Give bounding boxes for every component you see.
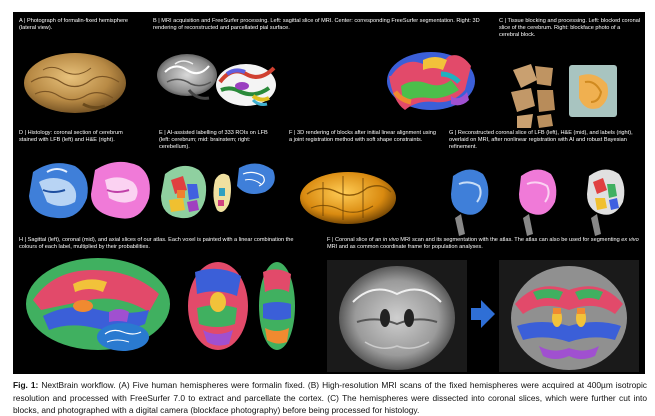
panel-f2-text: F | Coronal slice of an in vivo MRI scan… <box>327 237 641 251</box>
panel-f2-emphasis-1: in vivo <box>382 237 399 243</box>
panel-d-text: D | Histology: coronal section of cerebr… <box>19 130 123 143</box>
pial-surface-rendering <box>387 52 475 110</box>
panel-h-text: H | Sagittal (left), coronal (mid), and … <box>19 237 294 250</box>
ai-labelling-cerebrum <box>161 165 207 219</box>
panel-b-text: B | MRI acquisition and FreeSurfer proce… <box>153 18 480 31</box>
reconstructed-he-slice <box>519 169 557 236</box>
hemisphere-photo <box>24 53 126 113</box>
atlas-segmentation-coronal <box>499 260 639 372</box>
panel-f2-emphasis-2: ex vivo <box>621 237 639 243</box>
he-histology-section <box>91 161 150 219</box>
arrow-icon <box>471 300 495 328</box>
freesurfer-segmentation <box>216 64 276 106</box>
ai-labelling-cerebellum <box>237 163 275 194</box>
panel-g-text: G | Reconstructed coronal slice of LFB (… <box>449 130 633 150</box>
mri-sagittal-slice <box>157 54 217 100</box>
panel-a-text: A | Photograph of formalin-fixed hemisph… <box>19 18 129 31</box>
panel-e-text: E | AI-assisted labelling of 333 ROIs on… <box>159 130 268 150</box>
panel-f2-text-part1: F | Coronal slice of an <box>327 237 383 243</box>
reconstructed-labels-slice <box>587 169 625 236</box>
lfb-histology-section <box>29 163 88 219</box>
figure-panel: A | Photograph of formalin-fixed hemisph… <box>13 12 645 374</box>
ai-labelling-brainstem <box>213 173 231 212</box>
caption-text: NextBrain workflow. (A) Five human hemis… <box>13 380 647 416</box>
atlas-sagittal-slice <box>26 258 170 351</box>
panel-c-text: C | Tissue blocking and processing. Left… <box>499 18 641 38</box>
panel-f2-text-part2: MRI scan and its segmentation with the a… <box>398 237 622 243</box>
figure-artwork <box>24 52 639 372</box>
atlas-coronal-slice <box>188 262 248 350</box>
atlas-axial-slice <box>259 262 295 350</box>
blocked-coronal-slice <box>511 64 555 128</box>
reconstructed-lfb-slice <box>451 169 489 236</box>
3d-blocks-rendering <box>300 172 396 224</box>
figure-caption: Fig. 1: NextBrain workflow. (A) Five hum… <box>13 379 647 416</box>
panel-f1-text: F | 3D rendering of blocks after initial… <box>289 130 436 143</box>
blockface-photo <box>569 65 617 117</box>
panel-f2-text-part3: MRI and as common coordinate frame for p… <box>327 243 483 250</box>
in-vivo-mri-coronal <box>327 260 467 372</box>
caption-label: Fig. 1: <box>13 380 39 390</box>
